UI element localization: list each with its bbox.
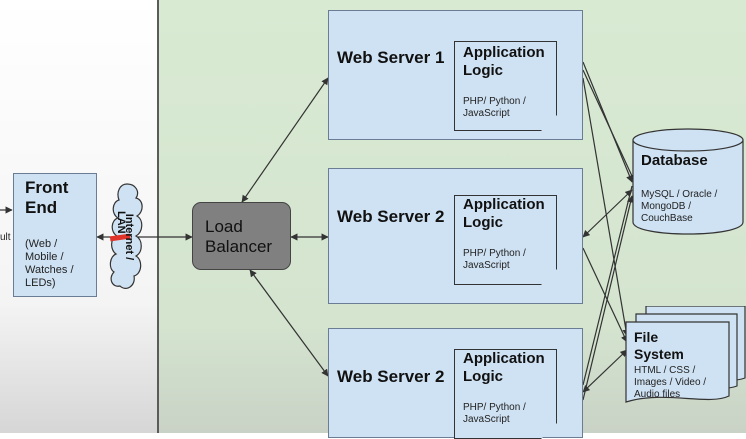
front-end-detail-line: Mobile / xyxy=(25,251,64,263)
file-system-detail: HTML / CSS / Images / Video / Audio file… xyxy=(634,365,706,401)
arrow-s1-fs xyxy=(582,77,630,337)
app-logic-langs-1: PHP/ Python / xyxy=(463,248,526,259)
arrow-s3-db-extra xyxy=(582,185,633,386)
web-server-3-box: Web Server 2 Application Logic PHP/ Pyth… xyxy=(328,328,583,438)
front-end-detail: (Web / Mobile / Watches / LEDs) xyxy=(25,238,96,290)
database-cylinder-icon xyxy=(632,128,744,235)
file-system-detail-line: Images / Video / xyxy=(634,377,707,388)
arrow-s1-db-extra xyxy=(582,69,633,177)
internet-cloud-icon xyxy=(109,183,143,289)
arrow-lb-server3 xyxy=(249,269,329,377)
database-detail: MySQL / Oracle / MongoDB / CouchBase xyxy=(641,189,717,225)
front-end-detail-line: (Web / xyxy=(25,238,58,250)
file-system-title: File System xyxy=(634,329,684,363)
web-server-1-title: Web Server 1 xyxy=(337,48,445,67)
app-logic-langs-2: JavaScript xyxy=(463,108,510,119)
cloud-label-line: LAN xyxy=(115,211,127,234)
front-end-box: Front End (Web / Mobile / Watches / LEDs… xyxy=(13,173,97,297)
file-system-detail-line: Audio files xyxy=(634,389,681,400)
web-server-1-box: Web Server 1 Application Logic PHP/ Pyth… xyxy=(328,10,583,140)
file-system-detail-line: HTML / CSS / xyxy=(634,365,696,376)
database-detail-line: MongoDB / xyxy=(641,201,692,212)
database-detail-line: MySQL / Oracle / xyxy=(641,189,718,200)
arrow-lb-server1 xyxy=(241,77,329,203)
arrow-s2-db xyxy=(582,189,633,238)
cloud-label-2: LAN xyxy=(113,211,127,267)
cut-off-label: ult xyxy=(0,232,11,243)
web-server-3-title: Web Server 2 xyxy=(337,367,445,386)
front-end-detail-line: LEDs) xyxy=(25,277,56,289)
app-logic-langs-1: PHP/ Python / xyxy=(463,402,526,413)
app-logic-title-1: Application xyxy=(463,44,545,61)
app-logic-title-1: Application xyxy=(463,196,545,213)
app-logic-title-2: Logic xyxy=(463,214,503,231)
load-balancer-line: Balancer xyxy=(205,237,273,256)
front-end-title-2: End xyxy=(25,198,58,217)
app-logic-2-doc: Application Logic PHP/ Python / JavaScri… xyxy=(454,195,557,285)
app-logic-title-2: Logic xyxy=(463,62,503,79)
app-logic-langs-1: PHP/ Python / xyxy=(463,96,526,107)
load-balancer-box: Load Balancer xyxy=(192,202,291,270)
app-logic-title-2: Logic xyxy=(463,368,503,385)
app-logic-langs-2: JavaScript xyxy=(463,414,510,425)
load-balancer-line: Load xyxy=(205,217,243,236)
arrow-s3-fs xyxy=(582,349,628,393)
app-logic-3-doc: Application Logic PHP/ Python / JavaScri… xyxy=(454,349,557,439)
front-end-title-1: Front xyxy=(25,178,69,197)
web-server-2-box: Web Server 2 Application Logic PHP/ Pyth… xyxy=(328,168,583,304)
app-logic-1-doc: Application Logic PHP/ Python / JavaScri… xyxy=(454,41,557,131)
app-logic-langs-2: JavaScript xyxy=(463,260,510,271)
database-title: Database xyxy=(641,152,708,169)
file-system-docs-icon xyxy=(625,306,746,403)
app-logic-title-1: Application xyxy=(463,350,545,367)
front-end-detail-line: Watches / xyxy=(25,264,74,276)
database-detail-line: CouchBase xyxy=(641,213,693,224)
red-marker xyxy=(109,233,131,242)
file-system-title-line: System xyxy=(634,346,684,362)
file-system-title-line: File xyxy=(634,329,659,345)
web-server-2-title: Web Server 2 xyxy=(337,207,445,226)
